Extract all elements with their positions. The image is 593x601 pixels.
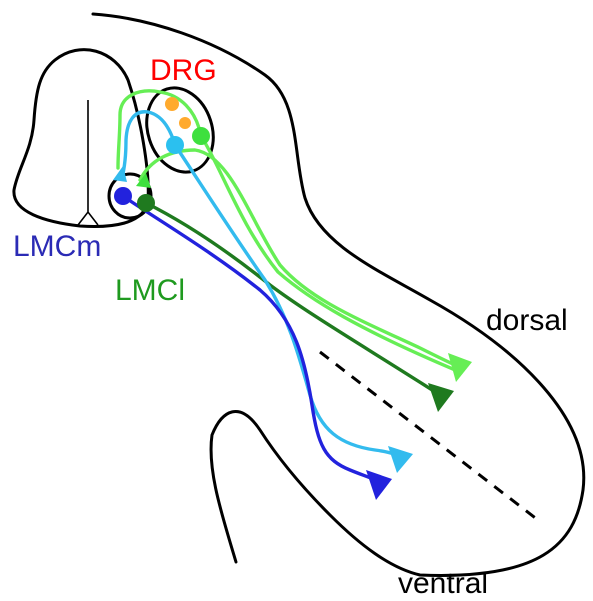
drg-label: DRG bbox=[150, 54, 217, 87]
drg-neuron-green bbox=[192, 127, 210, 145]
lmc-medial-label: LMCm bbox=[13, 230, 101, 263]
lmc-neuron-dark-green bbox=[137, 194, 155, 212]
drg-neuron-cyan bbox=[166, 136, 184, 154]
ventral-label: ventral bbox=[398, 567, 488, 600]
growth-cone-cyan bbox=[388, 446, 413, 473]
motor-axon-light-green-2 bbox=[201, 136, 460, 372]
growth-cone-dark-green bbox=[428, 383, 454, 412]
dorsal-label: dorsal bbox=[486, 304, 568, 337]
dorsal-ventral-boundary bbox=[320, 352, 538, 520]
drg-neuron-orange-2 bbox=[179, 117, 191, 129]
lmc-lateral-label: LMCl bbox=[115, 274, 185, 307]
motor-axon-cyan bbox=[175, 145, 402, 458]
lmc-neuron-blue bbox=[114, 187, 132, 205]
growth-cone-blue bbox=[366, 470, 392, 500]
drg-neuron-orange-1 bbox=[165, 97, 179, 111]
central-canal bbox=[78, 100, 98, 225]
motor-axon-dark-green bbox=[146, 203, 440, 395]
